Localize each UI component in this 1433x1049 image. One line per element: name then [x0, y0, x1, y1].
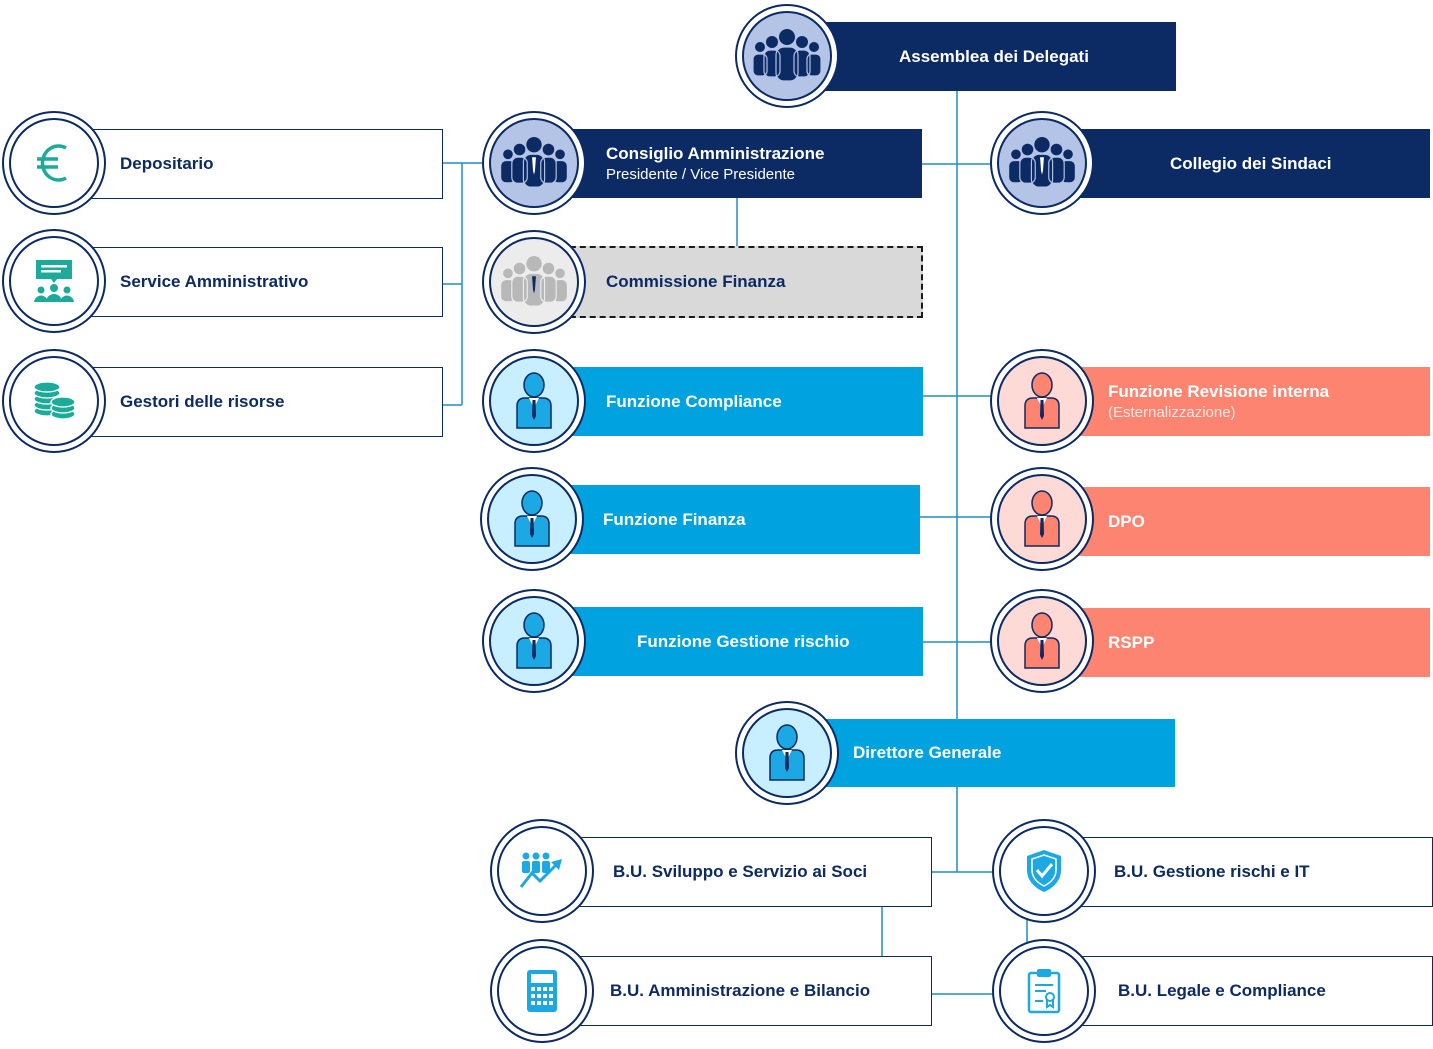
group-icon	[501, 255, 567, 307]
bu-amministrazione-circle	[490, 939, 594, 1043]
direttore-circle	[735, 701, 839, 805]
revisione-label: Funzione Revisione interna	[1108, 382, 1330, 401]
shield-check-icon	[1027, 850, 1061, 892]
commissione-label: Commissione Finanza	[606, 272, 786, 291]
gestori-label: Gestori delle risorse	[120, 392, 285, 411]
compliance-bar[interactable]: Funzione Compliance	[560, 367, 923, 436]
bu-amministrazione-bar[interactable]: B.U. Amministrazione e Bilancio	[572, 956, 932, 1026]
finanza-label: Funzione Finanza	[603, 509, 746, 529]
coins-icon	[33, 381, 76, 420]
service-label: Service Amministrativo	[120, 272, 309, 291]
person-icon	[1024, 372, 1060, 429]
person-icon	[769, 724, 805, 781]
dpo-label: DPO	[1108, 511, 1145, 531]
bu-amministrazione-label: B.U. Amministrazione e Bilancio	[610, 981, 871, 1000]
dpo-circle	[990, 467, 1094, 571]
bu-legale-circle	[992, 939, 1096, 1043]
bu-sviluppo-label: B.U. Sviluppo e Servizio ai Soci	[613, 862, 868, 881]
consiglio-bar[interactable]: Consiglio Amministrazione Presidente / V…	[560, 129, 922, 198]
group-icon	[752, 29, 822, 82]
person-icon	[1024, 612, 1060, 669]
person-icon	[1024, 490, 1060, 547]
revisione-circle	[990, 349, 1094, 453]
rischio-circle	[482, 589, 586, 693]
rischio-label: Funzione Gestione rischio	[637, 631, 850, 651]
bu-rischi-bar[interactable]: B.U. Gestione rischi e IT	[1073, 837, 1433, 907]
consiglio-label: Consiglio Amministrazione	[606, 144, 825, 163]
collegio-circle	[990, 111, 1094, 215]
assemblea-label: Assemblea dei Delegati	[899, 46, 1089, 66]
bu-sviluppo-bar[interactable]: B.U. Sviluppo e Servizio ai Soci	[572, 837, 932, 907]
finanza-circle	[480, 467, 584, 571]
euro-icon	[37, 144, 67, 182]
group-icon	[501, 136, 567, 188]
gestori-bar[interactable]: Gestori delle risorse	[85, 367, 443, 437]
consiglio-sublabel: Presidente / Vice Presidente	[606, 166, 796, 183]
bu-sviluppo-circle	[490, 819, 594, 923]
dpo-bar[interactable]: DPO	[1070, 487, 1430, 556]
direttore-bar[interactable]: Direttore Generale	[815, 719, 1175, 787]
finanza-bar[interactable]: Funzione Finanza	[560, 485, 920, 554]
rischio-bar[interactable]: Funzione Gestione rischio	[560, 607, 923, 676]
bu-rischi-label: B.U. Gestione rischi e IT	[1114, 862, 1310, 881]
gestori-circle	[2, 349, 106, 453]
person-icon	[514, 490, 550, 547]
compliance-label: Funzione Compliance	[606, 391, 782, 411]
bu-rischi-circle	[992, 819, 1096, 923]
depositario-bar[interactable]: Depositario	[85, 129, 443, 199]
service-bar[interactable]: Service Amministrativo	[85, 247, 443, 317]
service-circle	[2, 229, 106, 333]
commissione-bar[interactable]: Commissione Finanza	[560, 246, 923, 318]
group-icon	[1009, 136, 1075, 188]
revisione-sublabel: (Esternalizzazione)	[1108, 404, 1236, 421]
collegio-label: Collegio dei Sindaci	[1170, 153, 1332, 173]
compliance-circle	[482, 349, 586, 453]
person-icon	[516, 612, 552, 669]
revisione-bar[interactable]: Funzione Revisione interna (Esternalizza…	[1070, 367, 1430, 436]
depositario-circle	[2, 111, 106, 215]
bu-legale-bar[interactable]: B.U. Legale e Compliance	[1073, 956, 1433, 1026]
commissione-circle	[482, 230, 586, 334]
assemblea-bar[interactable]: Assemblea dei Delegati	[815, 22, 1176, 91]
growth-team-icon	[519, 852, 562, 888]
presentation-icon	[34, 260, 74, 302]
direttore-label: Direttore Generale	[853, 743, 1002, 762]
rspp-label: RSPP	[1108, 632, 1155, 652]
rspp-bar[interactable]: RSPP	[1070, 608, 1430, 677]
collegio-bar[interactable]: Collegio dei Sindaci	[1070, 129, 1430, 198]
rspp-circle	[990, 589, 1094, 693]
calculator-icon	[527, 970, 557, 1012]
person-icon	[516, 372, 552, 429]
consiglio-circle	[482, 111, 586, 215]
clipboard-certificate-icon	[1027, 969, 1061, 1014]
bu-legale-label: B.U. Legale e Compliance	[1118, 981, 1326, 1000]
assemblea-circle	[735, 4, 839, 108]
depositario-label: Depositario	[120, 154, 214, 173]
